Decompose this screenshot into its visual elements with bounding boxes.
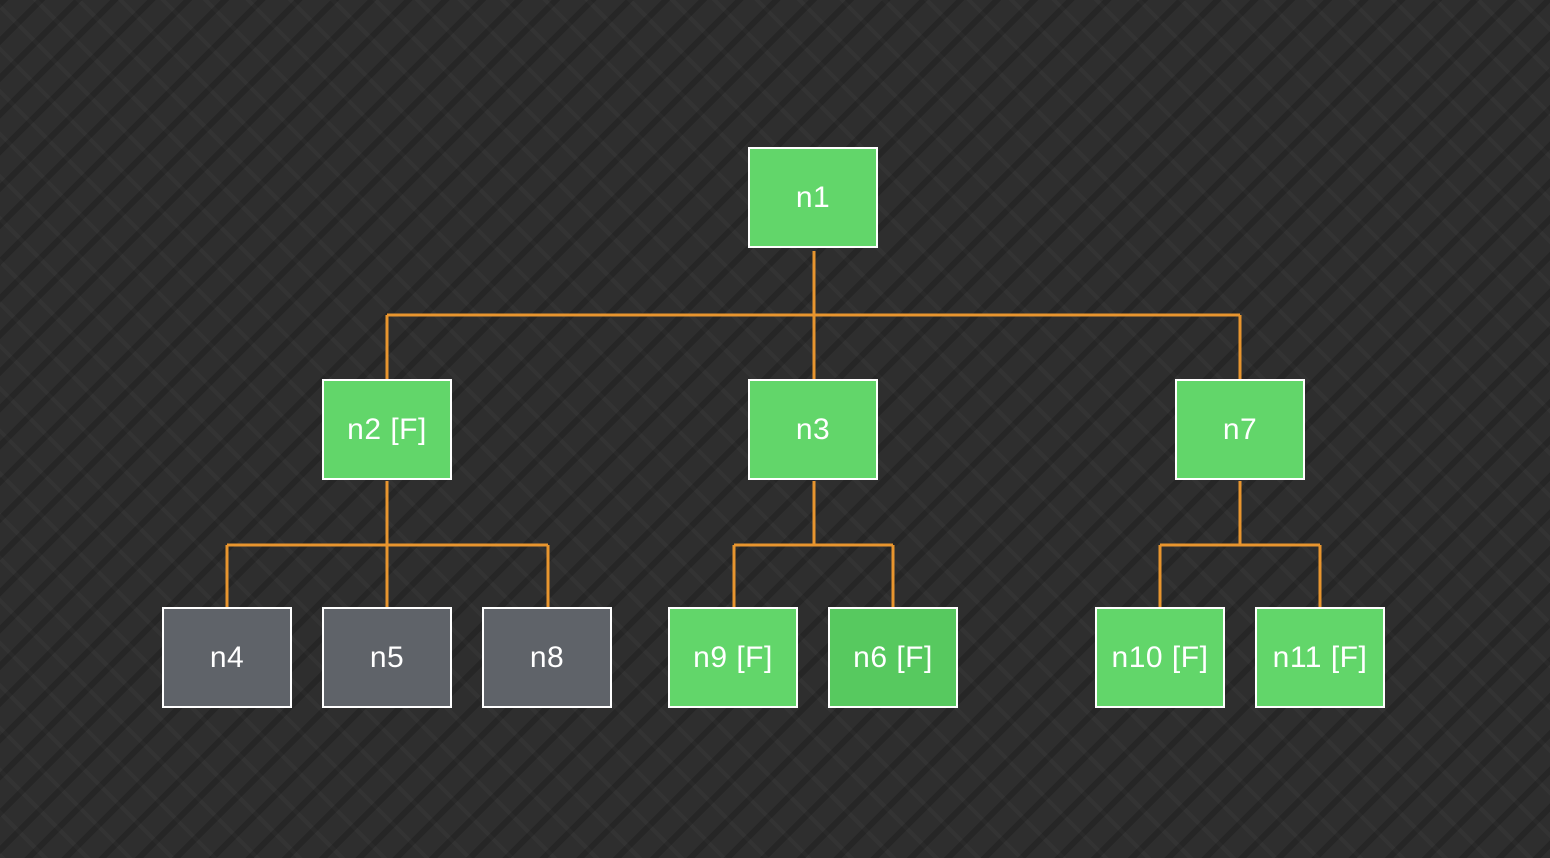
node-n4[interactable]: n4 xyxy=(162,607,292,708)
node-n9[interactable]: n9 [F] xyxy=(668,607,798,708)
node-n1[interactable]: n1 xyxy=(748,147,878,248)
node-n3[interactable]: n3 xyxy=(748,379,878,480)
edge-n2-children xyxy=(225,481,550,607)
node-n10[interactable]: n10 [F] xyxy=(1095,607,1225,708)
node-n2[interactable]: n2 [F] xyxy=(322,379,452,480)
edge-n7-children xyxy=(1158,481,1322,607)
edge-n3-children xyxy=(732,481,895,607)
node-n11[interactable]: n11 [F] xyxy=(1255,607,1385,708)
node-n8[interactable]: n8 xyxy=(482,607,612,708)
node-n5[interactable]: n5 xyxy=(322,607,452,708)
node-n7[interactable]: n7 xyxy=(1175,379,1305,480)
node-n6[interactable]: n6 [F] xyxy=(828,607,958,708)
edge-n1-children xyxy=(385,251,1242,379)
